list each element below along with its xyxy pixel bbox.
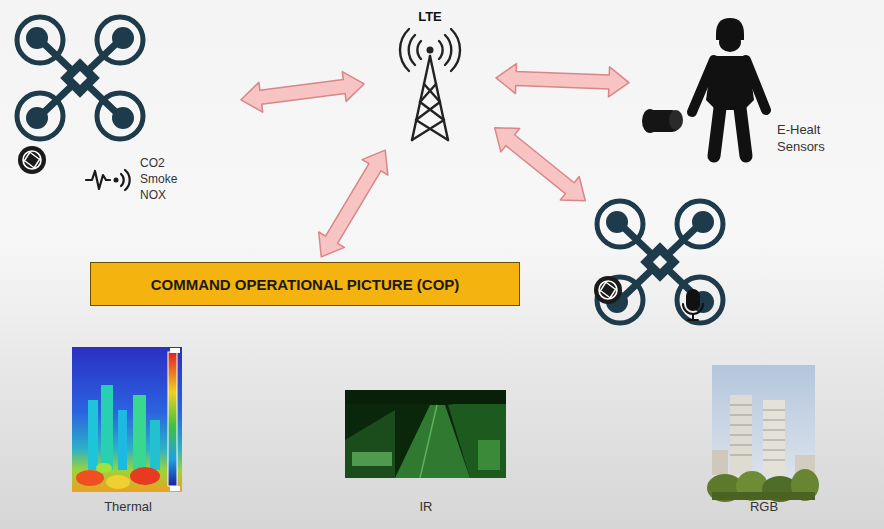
node-label: CO2 Smoke NOX xyxy=(140,155,182,204)
rgb-image xyxy=(730,435,752,436)
tower-icon xyxy=(417,41,421,59)
person-silhouette xyxy=(719,32,741,52)
ir-image xyxy=(478,440,500,470)
ir-image xyxy=(345,390,506,478)
thermal-image xyxy=(72,347,182,492)
rgb-image xyxy=(763,440,785,441)
rgb-image xyxy=(730,405,785,460)
drone-icon xyxy=(17,17,143,139)
ir-image xyxy=(345,390,506,404)
camera-icon xyxy=(594,276,622,304)
rgb-image xyxy=(730,395,752,475)
double-arrow xyxy=(241,72,364,112)
sensor-device xyxy=(642,109,658,133)
rgb-image xyxy=(730,405,752,406)
tower-icon xyxy=(427,47,434,54)
microphone-icon xyxy=(687,290,699,310)
drone-icon xyxy=(17,17,143,139)
ir-image xyxy=(448,395,506,478)
thermal-image xyxy=(76,470,104,486)
sensor-icon xyxy=(86,171,110,189)
sensor-icon xyxy=(114,178,119,183)
rgb-image xyxy=(763,400,785,475)
thermal-image xyxy=(106,475,130,489)
microphone-icon xyxy=(688,319,698,321)
thermal-image xyxy=(118,410,127,470)
double-arrow xyxy=(319,150,388,257)
node-label: IR xyxy=(340,499,512,514)
rgb-image xyxy=(763,410,785,411)
tower-icon xyxy=(420,84,440,102)
process-box: COMMAND OPERATIONAL PICTURE (COP) xyxy=(90,262,520,306)
thermal-image xyxy=(101,385,113,470)
tower-icon xyxy=(409,35,415,65)
camera-icon xyxy=(18,146,46,174)
person-silhouette xyxy=(692,60,714,112)
camera-icon xyxy=(18,146,46,174)
rgb-image xyxy=(763,450,785,451)
thermal-image xyxy=(96,463,112,473)
tower-icon xyxy=(445,35,451,65)
camera-icon xyxy=(594,276,622,304)
tower-icon xyxy=(400,29,460,140)
sensor-icon xyxy=(125,170,130,190)
tower-icon xyxy=(451,29,460,71)
person-silhouette xyxy=(692,18,766,156)
double-arrow xyxy=(495,128,586,201)
tower-group: LTE xyxy=(370,6,490,145)
image-panel: Thermal xyxy=(68,343,188,518)
rgb-image xyxy=(712,450,728,475)
node-label: RGB xyxy=(706,499,822,514)
sensor-icon xyxy=(86,170,130,190)
rgb-image xyxy=(707,365,819,502)
thermal-image xyxy=(72,347,182,492)
rgb-image xyxy=(730,425,752,426)
thermal-image xyxy=(150,420,160,470)
drone-group: CO2 Smoke NOX xyxy=(10,10,235,220)
person-silhouette xyxy=(714,108,720,156)
thermal-image xyxy=(170,486,180,491)
person-silhouette xyxy=(740,108,746,156)
microphone-icon xyxy=(683,290,703,320)
microphone-icon xyxy=(683,304,703,314)
node-label: COMMAND OPERATIONAL PICTURE (COP) xyxy=(151,276,460,293)
thermal-image xyxy=(170,348,180,353)
ir-image xyxy=(352,452,392,466)
ir-image xyxy=(345,390,506,478)
ir-image xyxy=(345,410,395,478)
image-panel: IR xyxy=(340,386,512,518)
node-label: Thermal xyxy=(68,499,188,514)
node-label: E-Healt Sensors xyxy=(777,122,835,156)
thermal-image xyxy=(88,400,98,470)
thermal-image xyxy=(130,467,160,485)
rgb-image xyxy=(730,415,752,416)
rgb-image xyxy=(730,445,752,446)
drone-group xyxy=(590,188,735,338)
rgb-image xyxy=(763,460,785,461)
tower-icon xyxy=(416,102,444,120)
double-arrow xyxy=(496,64,629,97)
rgb-image xyxy=(763,430,785,431)
person-group: E-Healt Sensors xyxy=(635,12,870,162)
drone-icon xyxy=(597,201,723,323)
rgb-image xyxy=(763,420,785,421)
rgb-image xyxy=(730,455,752,456)
tower-icon xyxy=(400,29,409,71)
ir-image xyxy=(420,405,437,478)
sensor-icon xyxy=(121,174,124,186)
drone-icon xyxy=(597,201,723,323)
thermal-image xyxy=(168,352,177,486)
sensor-device xyxy=(642,109,683,133)
image-panel: RGB xyxy=(706,360,822,518)
sensor-device xyxy=(669,110,683,130)
tower-icon xyxy=(439,41,443,59)
rgb-image xyxy=(712,492,815,500)
thermal-image xyxy=(133,395,146,470)
tower-icon xyxy=(412,120,448,140)
node-label: LTE xyxy=(370,9,490,24)
person-silhouette xyxy=(746,60,766,110)
